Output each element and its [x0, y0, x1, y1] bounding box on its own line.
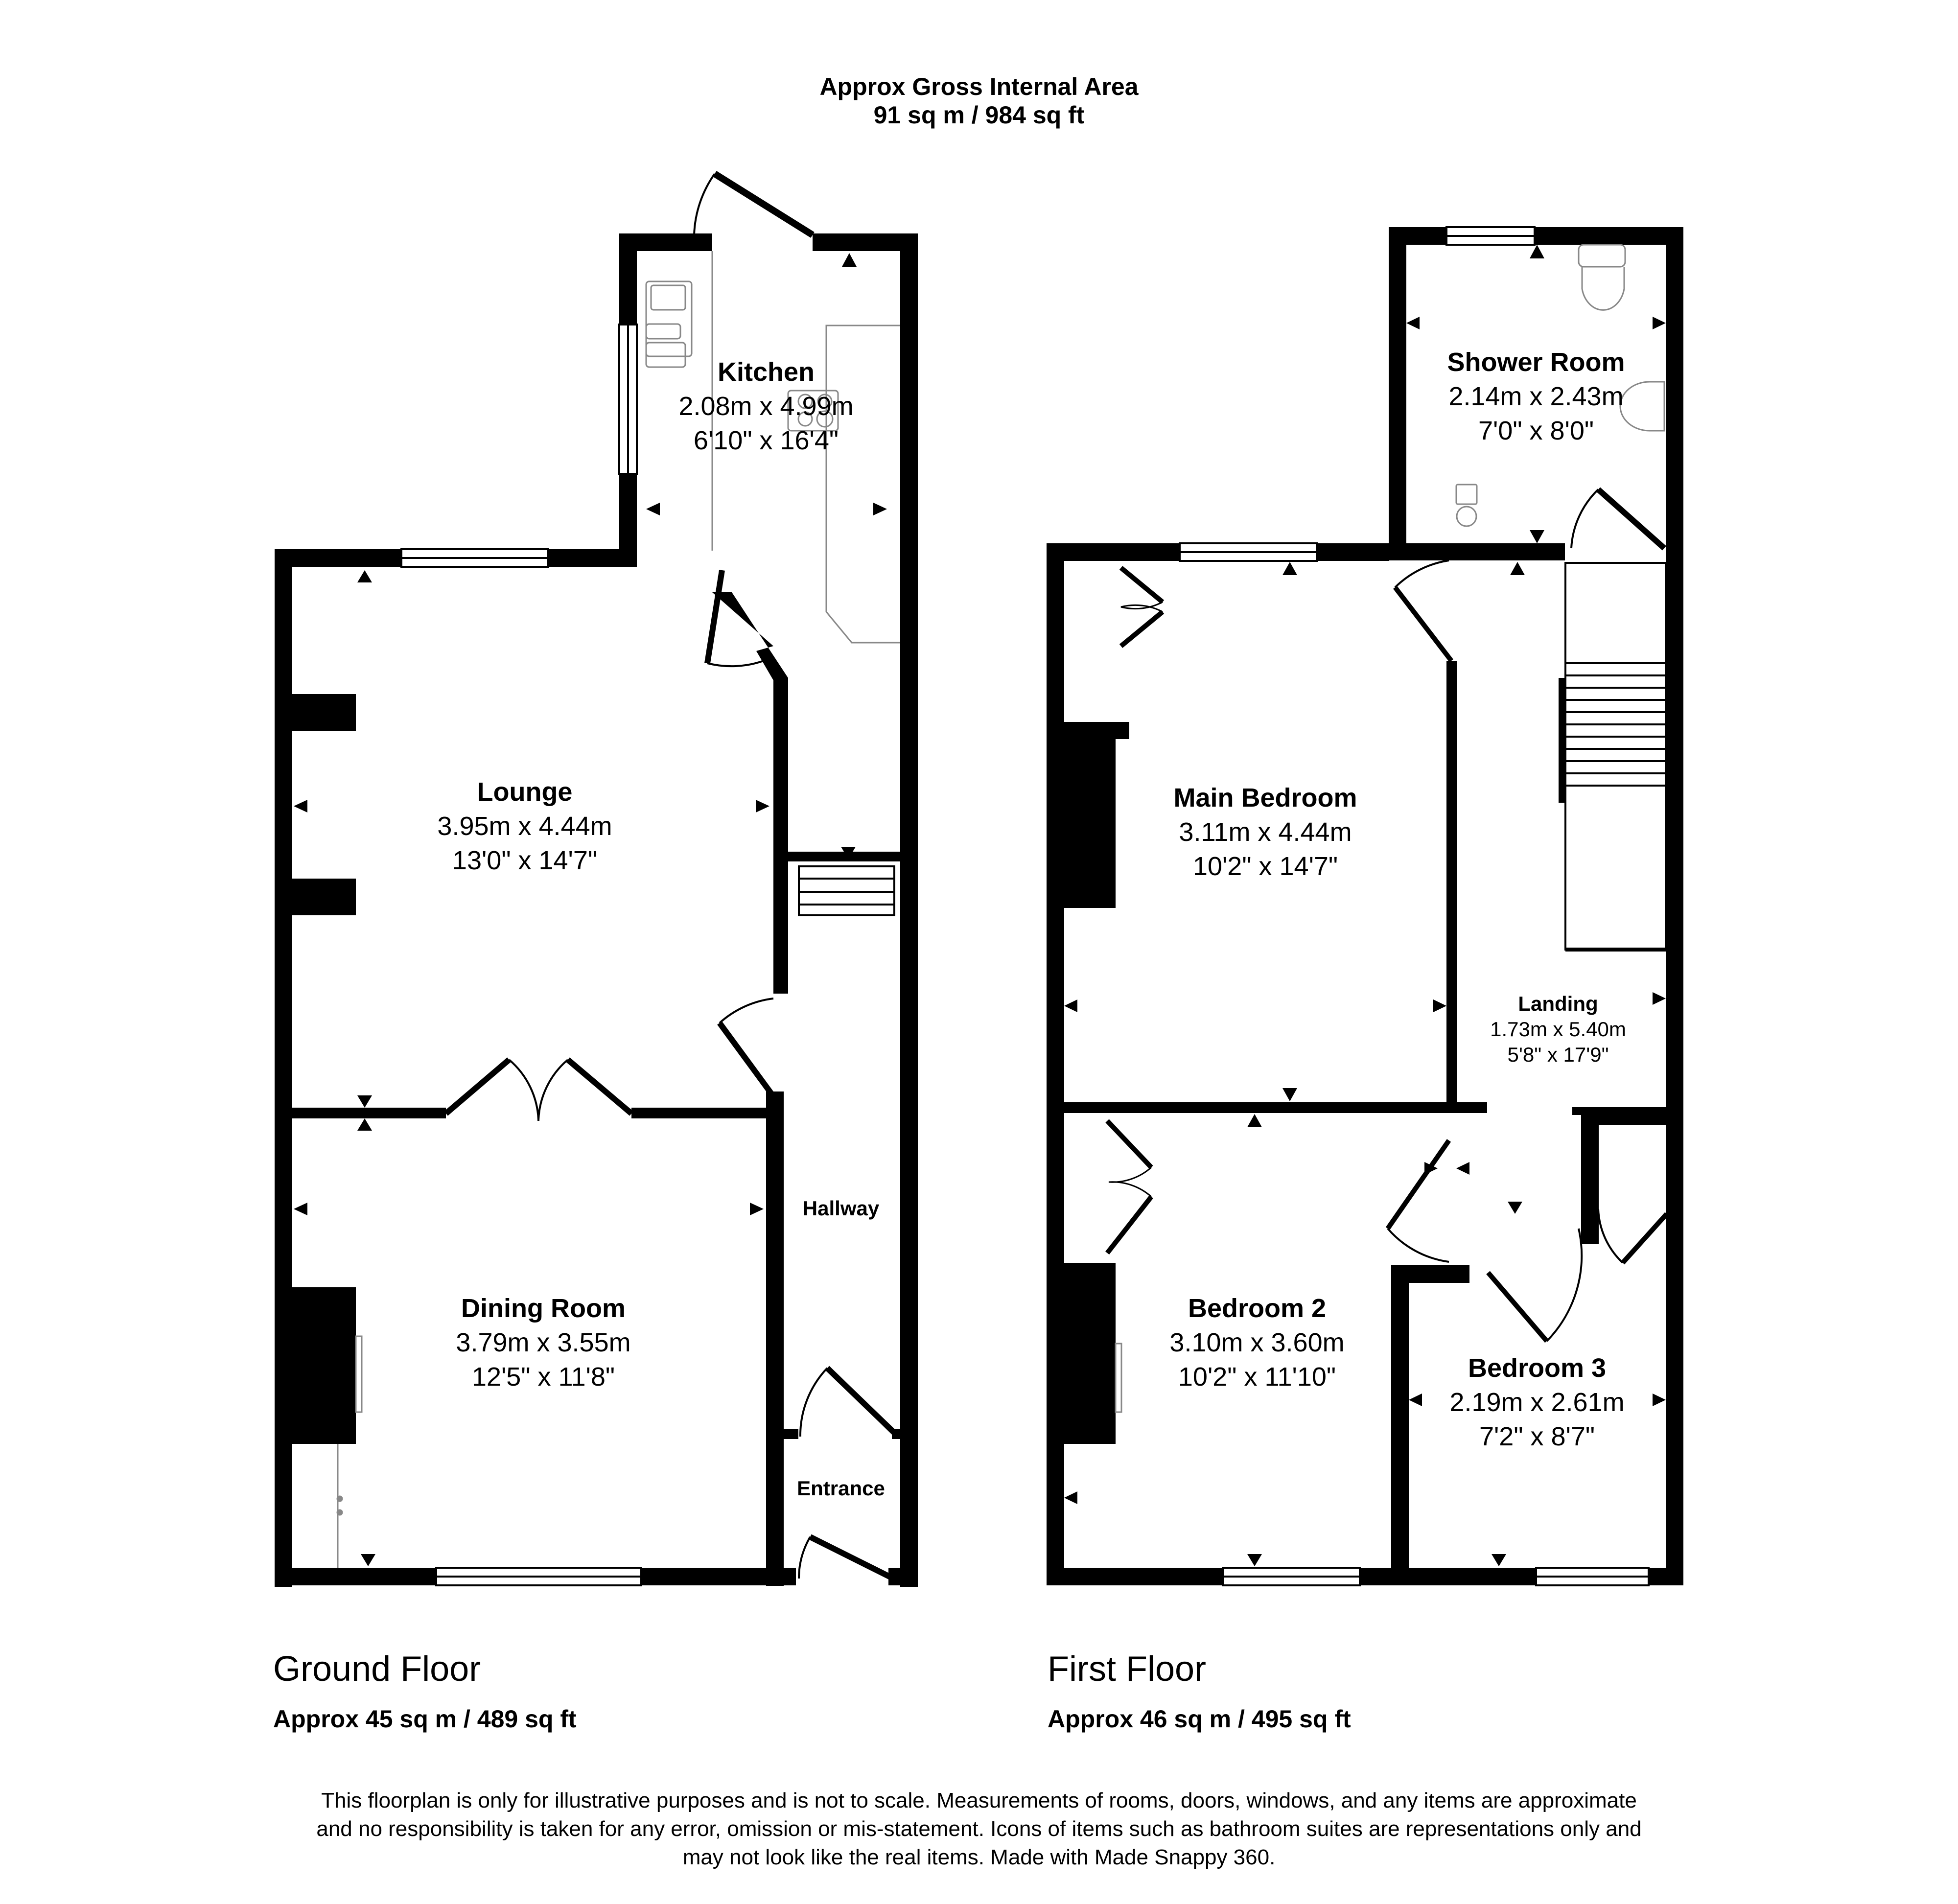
room-label-lounge: Lounge 3.95m x 4.44m 13'0" x 14'7" [437, 775, 612, 878]
west-wall [275, 549, 292, 1587]
shower-room-fixtures [1455, 244, 1665, 527]
entrance-partition-left [784, 1429, 798, 1439]
main-bedroom-right-wall [1446, 661, 1457, 1111]
room-name: Main Bedroom [1173, 783, 1357, 813]
ground-floor-windows [400, 324, 642, 1586]
ground-floor-title: Ground Floor [273, 1649, 481, 1689]
bedroom2-3-wall [1391, 1265, 1409, 1585]
header-title: Approx Gross Internal Area [819, 73, 1139, 100]
lounge-chimney-breast-1 [292, 694, 356, 731]
room-label-dining-room: Dining Room 3.79m x 3.55m 12'5" x 11'8" [456, 1291, 630, 1394]
room-label-shower-room: Shower Room 2.14m x 2.43m 7'0" x 8'0" [1447, 345, 1625, 448]
room-metric: 2.08m x 4.99m [678, 392, 854, 421]
room-label-bedroom-3: Bedroom 3 2.19m x 2.61m 7'2" x 8'7" [1449, 1351, 1624, 1454]
room-metric: 3.95m x 4.44m [437, 812, 612, 841]
room-name: Bedroom 3 [1468, 1353, 1607, 1383]
room-label-kitchen: Kitchen 2.08m x 4.99m 6'10" x 16'4" [678, 355, 853, 458]
kitchen-fixtures [645, 251, 900, 644]
entrance-bottom-wall-left [784, 1568, 796, 1585]
first-floor-area: Approx 46 sq m / 495 sq ft [1048, 1705, 1351, 1733]
room-imperial: 6'10" x 16'4" [693, 426, 839, 455]
dining-bottom-wall-right [641, 1568, 783, 1585]
room-imperial: 13'0" x 14'7" [452, 846, 598, 875]
room-label-main-bedroom: Main Bedroom 3.11m x 4.44m 10'2" x 14'7" [1173, 781, 1357, 883]
first-floor-windows [1179, 226, 1650, 1586]
toilet-cistern-icon [1578, 244, 1626, 268]
first-floor-stairs [1564, 562, 1667, 952]
dining-fixtures [336, 1335, 363, 1568]
main-bedroom-chimney-breast [1064, 722, 1116, 908]
bedroom2-chimney-breast [1064, 1263, 1116, 1444]
room-name: Shower Room [1447, 348, 1625, 377]
room-name: Entrance [797, 1477, 885, 1500]
room-metric: 3.11m x 4.44m [1179, 817, 1352, 847]
lounge-dining-wall-left [275, 1108, 446, 1118]
first-floor-title: First Floor [1048, 1649, 1206, 1689]
room-imperial: 7'0" x 8'0" [1478, 416, 1594, 445]
kitchen-back-door-swing [693, 173, 716, 235]
room-imperial: 10'2" x 11'10" [1178, 1362, 1336, 1392]
room-metric: 2.14m x 2.43m [1448, 382, 1624, 411]
room-label-entrance: Entrance [797, 1476, 885, 1501]
room-imperial: 7'2" x 8'7" [1479, 1422, 1595, 1451]
bedroom3-top-wall [1391, 1265, 1469, 1283]
room-name: Dining Room [461, 1294, 626, 1323]
gross-internal-area-header: Approx Gross Internal Area 91 sq m / 984… [0, 72, 1958, 129]
ground-floor-doors [444, 171, 901, 1581]
shower-left-wall [1389, 227, 1406, 550]
room-imperial: 5'8" x 17'9" [1507, 1043, 1609, 1066]
toilet-bowl-icon [1581, 267, 1625, 311]
shower-bottom-wall [1389, 543, 1565, 560]
first-floor-dimension-arrows [1064, 245, 1666, 1566]
room-label-landing: Landing 1.73m x 5.40m 5'8" x 17'9" [1490, 991, 1626, 1068]
room-metric: 1.73m x 5.40m [1490, 1018, 1626, 1041]
ground-stairs-top-wall [788, 852, 901, 861]
room-name: Kitchen [717, 357, 815, 387]
radiator-icon [1115, 1343, 1122, 1413]
room-imperial: 12'5" x 11'8" [471, 1362, 615, 1392]
shower-top-wall [1389, 227, 1683, 245]
room-metric: 3.79m x 3.55m [456, 1328, 631, 1357]
kitchen-back-door-leaf [713, 171, 815, 238]
lounge-right-wall [712, 592, 788, 994]
disclaimer-line: and no responsibility is taken for any e… [316, 1817, 1642, 1841]
room-name: Landing [1518, 992, 1598, 1015]
disclaimer: This floorplan is only for illustrative … [196, 1787, 1762, 1872]
first-floor-doors [1105, 487, 1669, 1343]
room-label-hallway: Hallway [803, 1196, 879, 1221]
basin-icon [1619, 381, 1665, 432]
first-floor-east-wall [1666, 227, 1683, 1585]
disclaimer-line: This floorplan is only for illustrative … [321, 1788, 1637, 1812]
header-total-area: 91 sq m / 984 sq ft [873, 101, 1085, 129]
lounge-chimney-breast-2 [292, 879, 356, 915]
hob-icon [787, 390, 839, 432]
room-name: Bedroom 2 [1188, 1294, 1327, 1323]
dining-bottom-wall-left [275, 1568, 436, 1585]
room-name: Hallway [802, 1197, 880, 1220]
lounge-dining-wall-right [631, 1108, 778, 1118]
bedroom2-fixtures [1115, 1343, 1122, 1413]
room-metric: 3.10m x 3.60m [1169, 1328, 1345, 1357]
room-label-bedroom-2: Bedroom 2 3.10m x 3.60m 10'2" x 11'10" [1169, 1291, 1344, 1394]
dining-chimney-breast [292, 1287, 356, 1444]
shower-drain-icon [1455, 484, 1478, 505]
first-floor-west-wall [1047, 543, 1064, 1585]
room-metric: 2.19m x 2.61m [1449, 1388, 1625, 1417]
ground-floor-area: Approx 45 sq m / 489 sq ft [273, 1705, 577, 1733]
east-wall [900, 233, 918, 1587]
room-imperial: 10'2" x 14'7" [1192, 852, 1338, 881]
ground-floor-stairs [798, 865, 895, 916]
ground-floor-dimension-arrows [294, 253, 887, 1566]
sink-icon [645, 280, 693, 357]
cupboard-left-wall [1581, 1107, 1599, 1244]
radiator-icon [355, 1335, 363, 1413]
room-name: Lounge [477, 777, 573, 807]
disclaimer-line: may not look like the real items. Made w… [682, 1845, 1276, 1869]
kitchen-counter-right [825, 325, 900, 644]
main-bedroom-bottom-wall [1047, 1102, 1487, 1113]
shower-head-icon [1456, 506, 1477, 527]
dining-right-wall [766, 1091, 784, 1586]
